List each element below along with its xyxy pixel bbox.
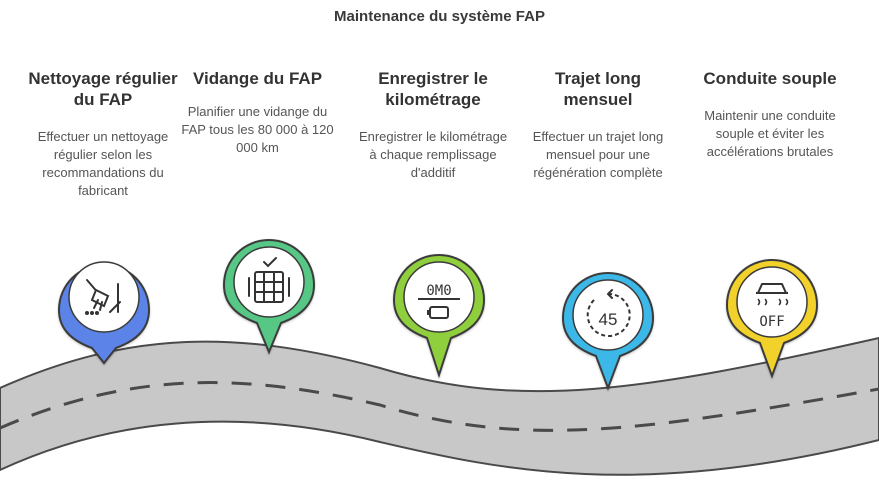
step-4-title: Trajet long mensuel (555, 69, 641, 109)
step-3-title: Enregistrer le kilométrage (378, 69, 488, 109)
traction-control-off-icon: OFF (756, 283, 789, 330)
step-3: Enregistrer le kilométrage Enregistrer l… (358, 68, 508, 182)
step-2: Vidange du FAP Planifier une vidange du … (180, 68, 335, 157)
timer-45-icon: 45 (586, 289, 631, 337)
step-4-description: Effectuer un trajet long mensuel pour un… (532, 129, 664, 180)
pin-2 (222, 238, 316, 355)
step-2-title: Vidange du FAP (192, 69, 323, 88)
odometer-digits: 0M0 (426, 283, 451, 299)
step-5-title: Conduite souple (703, 69, 837, 88)
step-5: Conduite souple Maintenir une conduite s… (695, 68, 845, 161)
timer-number: 45 (599, 310, 618, 329)
step-2-description: Planifier une vidange du FAP tous les 80… (181, 104, 334, 155)
cleaning-broom-icon (85, 279, 121, 315)
pin-3 (392, 253, 486, 379)
odometer-icon: 0M0 (418, 283, 460, 319)
page-title: Maintenance du système FAP (334, 8, 545, 25)
step-4: Trajet long mensuel Effectuer un trajet … (523, 68, 673, 182)
step-1: Nettoyage régulier du FAP Effectuer un n… (28, 68, 178, 200)
step-1-title: Nettoyage régulier du FAP (28, 69, 178, 109)
filter-check-icon (248, 257, 290, 303)
pin-4 (561, 271, 655, 391)
step-5-description: Maintenir une conduite souple et éviter … (704, 108, 836, 159)
off-label: OFF (759, 314, 784, 330)
road (0, 336, 879, 476)
step-3-description: Enregistrer le kilométrage à chaque remp… (358, 129, 508, 180)
pin-5 (725, 258, 819, 379)
step-1-description: Effectuer un nettoyage régulier selon le… (37, 129, 169, 198)
